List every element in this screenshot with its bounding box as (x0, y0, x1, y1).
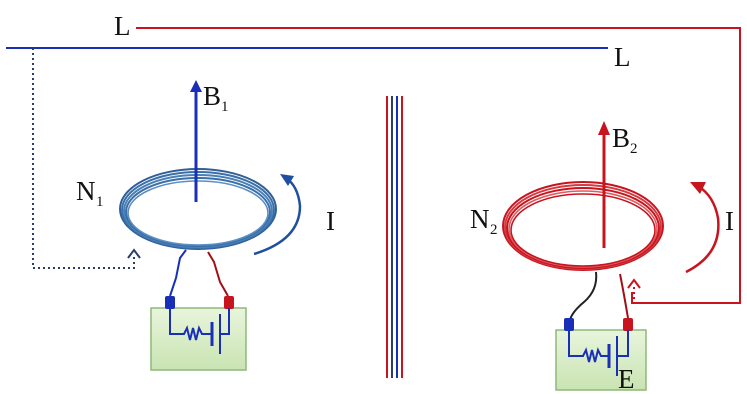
coil-2-wire-black (569, 271, 598, 321)
current-1-arrowhead (280, 174, 294, 186)
label-current-1: I (326, 206, 335, 236)
current-2-arrowhead (690, 182, 706, 194)
label-coil-2-turns-subscript: 2 (490, 222, 498, 238)
label-current-2: I (725, 206, 734, 236)
label-field-2-subscript: 2 (630, 141, 638, 157)
coil-1-wire-blue (169, 249, 187, 297)
field-1-arrowhead (190, 80, 202, 92)
battery-1 (150, 296, 247, 371)
coil-1 (119, 168, 277, 250)
blue-dotted-arrowhead (127, 248, 141, 259)
field-2-arrowhead (598, 121, 610, 135)
current-2-arc (685, 184, 720, 274)
label-emf: E (618, 364, 635, 394)
battery-2 (555, 318, 647, 391)
blue-dotted-return (32, 48, 135, 269)
label-field-1: B (203, 81, 221, 111)
label-line-bottom: L (614, 42, 631, 72)
red-dotted-arrowhead (627, 278, 641, 289)
red-dotted-return (633, 28, 741, 304)
coil-2 (502, 181, 664, 271)
coil-2-wire-red (619, 273, 629, 319)
label-line-top: L (114, 11, 131, 41)
label-field-1-subscript: 1 (221, 99, 229, 115)
label-coil-2-turns: N (470, 204, 490, 234)
coil-1-wire-red (207, 251, 229, 297)
label-field-2: B (612, 123, 630, 153)
red-conductor-line (136, 27, 741, 304)
label-coil-1-turns: N (76, 176, 96, 206)
centre-line-bundle (386, 96, 403, 378)
current-1-arc (253, 176, 302, 256)
label-coil-1-turns-subscript: 1 (96, 194, 104, 210)
